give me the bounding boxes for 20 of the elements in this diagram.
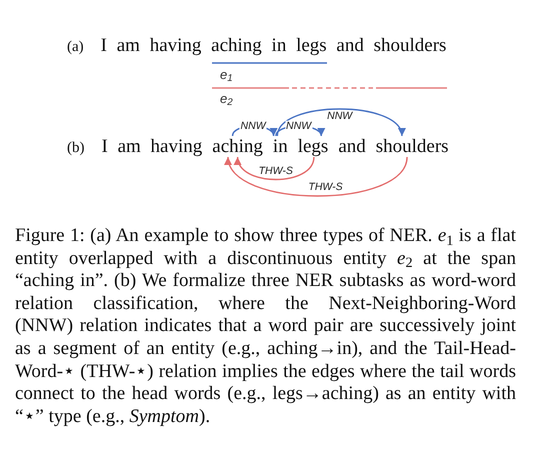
word-token: shoulders — [376, 136, 449, 157]
sentence-fragment: I am having — [102, 136, 202, 157]
arrow — [226, 156, 408, 197]
subfigure-label: (b) — [67, 139, 84, 158]
figure-caption: Figure 1: (a) An example to show three types of NER. e$_{1}$ is a flat entity overlapped with a discontinuous entity e$_{2}$ at the span “aching in”. (b) We formalize three NER subtasks as word-word relation classification, where the Next-Neighboring-Word (NNW) relation indicates that a word pair are successively joint as a segment of an entity (e.g., aching→in), and the Tail-Head-Word-⋆ (THW-⋆) relation implies the edges where the tail words connect to the head words (e.g., legs→aching) as an entity with “⋆” type (e.g., Symptom). — [15, 225, 516, 428]
span-label: e$_{2}$ — [220, 92, 233, 105]
word-token: legs — [298, 136, 328, 157]
edge-label: NNW — [326, 110, 354, 122]
word-token: in — [272, 136, 288, 157]
sentence: I am having aching in legs and shoulders — [100, 35, 446, 56]
edge-label: NNW — [285, 121, 312, 132]
arrow — [276, 108, 404, 136]
arrow — [235, 156, 315, 180]
edge-label: THW-S — [258, 165, 294, 176]
span-label: e$_{1}$ — [220, 68, 233, 81]
word-token: aching — [212, 136, 263, 157]
edge-label: NNW — [240, 121, 267, 132]
edge-label: THW-S — [307, 182, 344, 192]
subfigure-label: (a) — [67, 38, 84, 57]
word: and — [338, 136, 366, 157]
